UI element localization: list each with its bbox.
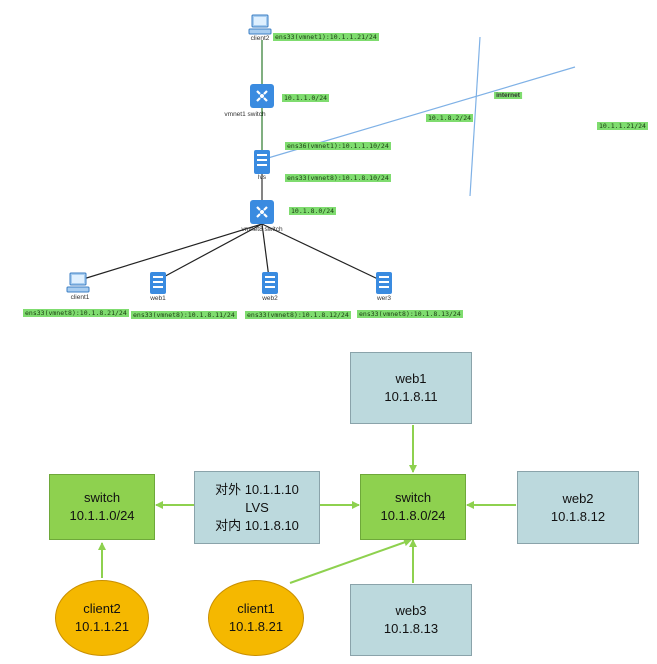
client2-caption: client2 [250,35,270,42]
top-links [79,40,381,281]
vmnet1-network-label: 10.1.1.0/24 [282,94,330,102]
lvs-ens36-label: ens36(vmnet1):10.1.1.10/24 [285,142,391,150]
bottom-arrows [98,425,516,584]
switch-vmnet8-name: switch [394,490,432,505]
vmnet8-switch-caption: vmnet8 switch [241,226,283,233]
client2-ip: 10.1.1.21 [74,619,130,634]
web1-name: web1 [395,371,427,386]
lvs-ens33-label: ens33(vmnet8):10.1.8.10/24 [285,174,391,182]
web3-box: web3 10.1.8.13 [350,584,472,656]
internet-caption: internet [494,92,522,99]
client2-interface-label: ens33(vmnet1):10.1.1.21/24 [273,33,379,41]
web2-caption: web2 [262,295,278,302]
lvs-external-ip: 对外 10.1.1.10 [215,481,299,497]
client1-name: client1 [237,601,275,616]
web3-caption: wer3 [376,295,392,302]
right-ip-label: 10.1.1.21/24 [597,122,648,130]
client1-interface-label: ens33(vmnet8):10.1.8.21/24 [23,309,129,317]
client1-caption: client1 [70,294,90,301]
switch-vmnet1-name: switch [83,490,121,505]
vmnet8-network-label: 10.1.8.0/24 [289,207,337,215]
web2-name: web2 [562,490,594,506]
web3-interface-label: ens33(vmnet8):10.1.8.13/24 [357,310,463,318]
switch-vmnet8-ip: 10.1.8.0/24 [380,508,446,523]
web1-interface-label: ens33(vmnet8):10.1.8.11/24 [131,311,237,319]
web1-box: web1 10.1.8.11 [350,352,472,424]
web2-box: web2 10.1.8.12 [517,471,639,544]
switch-vmnet8-box: switch 10.1.8.0/24 [360,474,466,540]
lvs-internal-ip: 对内 10.1.8.10 [215,517,299,533]
internet-lines [267,36,576,197]
web3-ip: 10.1.8.13 [383,621,439,636]
lvs-box: 对外 10.1.1.10 LVS 对内 10.1.8.10 [194,471,320,544]
client2-name: client2 [83,601,121,616]
lvs-title: LVS [245,499,269,515]
internet-network-label: 10.1.8.2/24 [426,114,474,122]
web3-name: web3 [395,603,427,618]
web2-ip: 10.1.8.12 [550,508,606,524]
switch-vmnet1-box: switch 10.1.1.0/24 [49,474,155,540]
switch-vmnet1-ip: 10.1.1.0/24 [69,508,135,523]
client1-ip: 10.1.8.21 [228,619,284,634]
client1-oval: client1 10.1.8.21 [208,580,304,656]
lvs-caption: lvs [258,174,266,181]
client2-oval: client2 10.1.1.21 [55,580,149,656]
web2-interface-label: ens33(vmnet8):10.1.8.12/24 [245,311,351,319]
vmnet1-switch-caption: vmnet1 switch [224,111,266,118]
web1-ip: 10.1.8.11 [384,389,438,404]
web1-caption: web1 [150,295,166,302]
